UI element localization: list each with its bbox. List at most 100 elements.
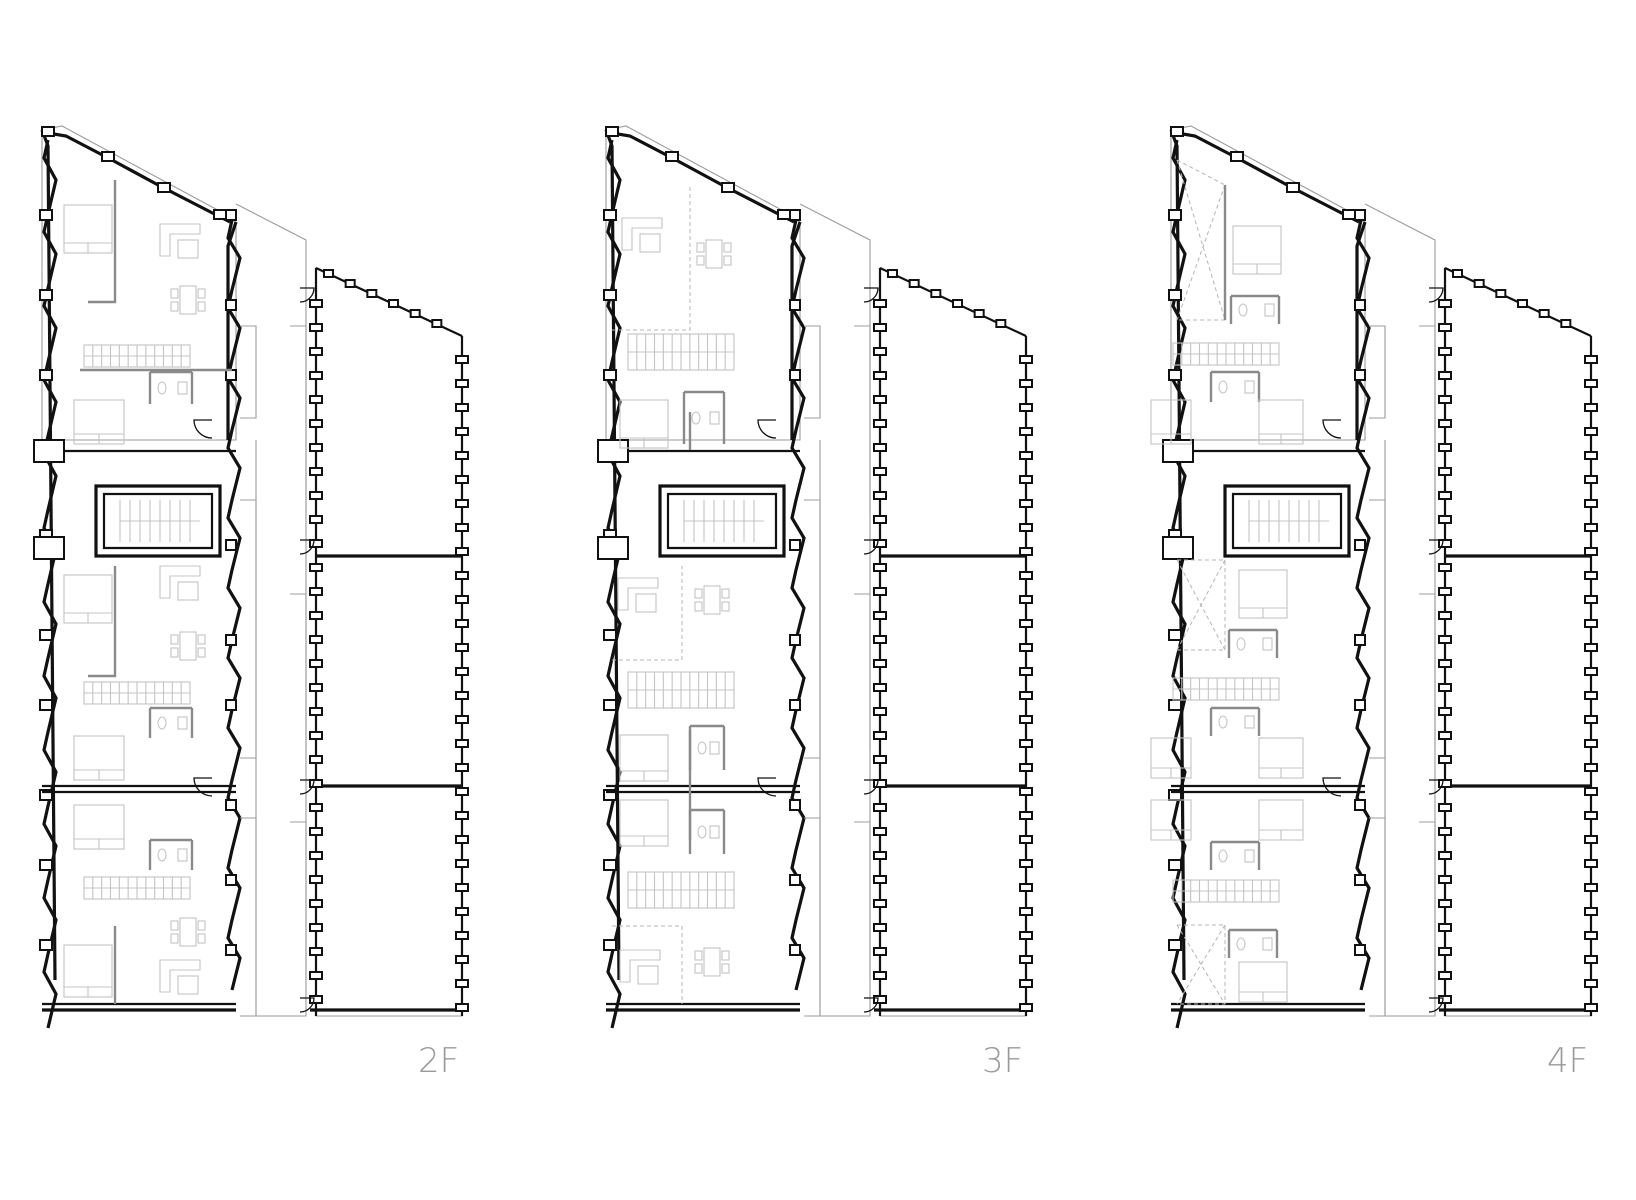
wall-pier — [309, 659, 323, 668]
wall-pier — [1438, 347, 1452, 356]
wall-pier — [952, 299, 963, 308]
wall-pier — [930, 289, 942, 298]
wall-pier — [309, 731, 323, 740]
wall-pier — [1584, 403, 1598, 412]
wall-pier — [39, 859, 53, 871]
sink — [177, 381, 188, 395]
wall-pier — [1019, 1003, 1033, 1012]
wall-pier — [455, 523, 469, 532]
balcony-rail — [240, 499, 257, 759]
coffee-table — [635, 593, 657, 613]
wall-pier — [309, 347, 323, 356]
wall-pier — [1438, 827, 1452, 836]
wall-pier — [225, 634, 237, 646]
stair-core — [94, 484, 222, 558]
wall-pier — [1019, 427, 1033, 436]
wall-pier — [873, 635, 887, 644]
wall-pier — [1019, 355, 1033, 364]
wall-pier — [455, 451, 469, 460]
wall-pier — [1019, 643, 1033, 652]
wall-pier — [1354, 209, 1366, 221]
void-cross — [1176, 559, 1226, 651]
wall-pier — [789, 799, 801, 811]
void-cross — [1176, 184, 1226, 321]
bathroom-partition — [688, 808, 726, 854]
wall-pier — [1438, 563, 1452, 572]
wall-pier — [309, 827, 323, 836]
door-swing — [299, 287, 315, 303]
wall-pier — [157, 182, 171, 193]
hall-glazing — [315, 267, 463, 1017]
dining-table — [703, 585, 721, 615]
wall-pier — [873, 683, 887, 692]
toilet — [1236, 937, 1246, 951]
wall-pier — [455, 787, 469, 796]
wall-pier — [1438, 587, 1452, 596]
wall-pier — [309, 779, 323, 788]
wall-pier — [1438, 947, 1452, 956]
wall-pier — [1438, 611, 1452, 620]
door-swing — [1322, 777, 1342, 797]
wall-pier — [1354, 634, 1366, 646]
toilet — [697, 741, 707, 755]
door-swing — [757, 777, 777, 797]
wall-pier — [455, 835, 469, 844]
bathroom-partition — [1229, 294, 1281, 324]
door-swing — [193, 419, 213, 439]
wall-pier — [1168, 289, 1182, 301]
wall-pier — [1584, 547, 1598, 556]
wall-pier — [1584, 955, 1598, 964]
facade-zigzag-left — [606, 139, 622, 1029]
wall-pier — [1019, 715, 1033, 724]
floor-plan-2f — [33, 125, 469, 1029]
wall-pier — [1438, 899, 1452, 908]
chair — [197, 634, 206, 645]
sink — [177, 848, 188, 862]
hall-front-screen — [1419, 325, 1436, 980]
wall-pier — [873, 827, 887, 836]
wall-pier — [455, 859, 469, 868]
wall-pier — [1438, 419, 1452, 428]
hall-glazing — [879, 267, 1027, 1017]
wall-pier — [1438, 515, 1452, 524]
wall-pier — [39, 289, 53, 301]
wall-pier — [1354, 369, 1366, 381]
wall-pier — [1168, 939, 1182, 951]
wall-pier — [1019, 979, 1033, 988]
wall-pier — [873, 419, 887, 428]
wall-pier — [1584, 1003, 1598, 1012]
sink — [709, 741, 720, 755]
wall-pier — [603, 699, 617, 711]
wall-pier — [1019, 907, 1033, 916]
wall-pier — [1438, 299, 1452, 308]
wall-pier — [455, 1003, 469, 1012]
wall-pier — [309, 683, 323, 692]
wall-pier — [309, 323, 323, 332]
floor-label-4f: 4F — [1547, 1041, 1588, 1081]
core-column — [33, 536, 65, 560]
bedroom-partition — [88, 180, 117, 304]
wall-pier — [908, 279, 920, 288]
stair-core — [658, 484, 786, 558]
wall-pier — [309, 635, 323, 644]
sofa — [619, 949, 661, 983]
hall-front-screen — [290, 325, 307, 980]
door-swing — [299, 997, 315, 1013]
wall-pier — [1342, 209, 1356, 220]
chair — [694, 963, 703, 974]
wall-pier — [1438, 395, 1452, 404]
wall-pier — [1584, 835, 1598, 844]
wall-pier — [873, 299, 887, 308]
void-outline — [1177, 924, 1226, 1005]
chair — [197, 920, 206, 931]
chair — [170, 634, 179, 645]
wall-pier — [455, 475, 469, 484]
chair — [696, 255, 705, 266]
wall-pier — [455, 403, 469, 412]
wall-pier — [1170, 126, 1184, 137]
wall-pier — [873, 395, 887, 404]
toilet — [1218, 715, 1228, 729]
door-swing — [1428, 779, 1444, 795]
floor-label-2f: 2F — [418, 1041, 459, 1081]
wall-pier — [455, 739, 469, 748]
